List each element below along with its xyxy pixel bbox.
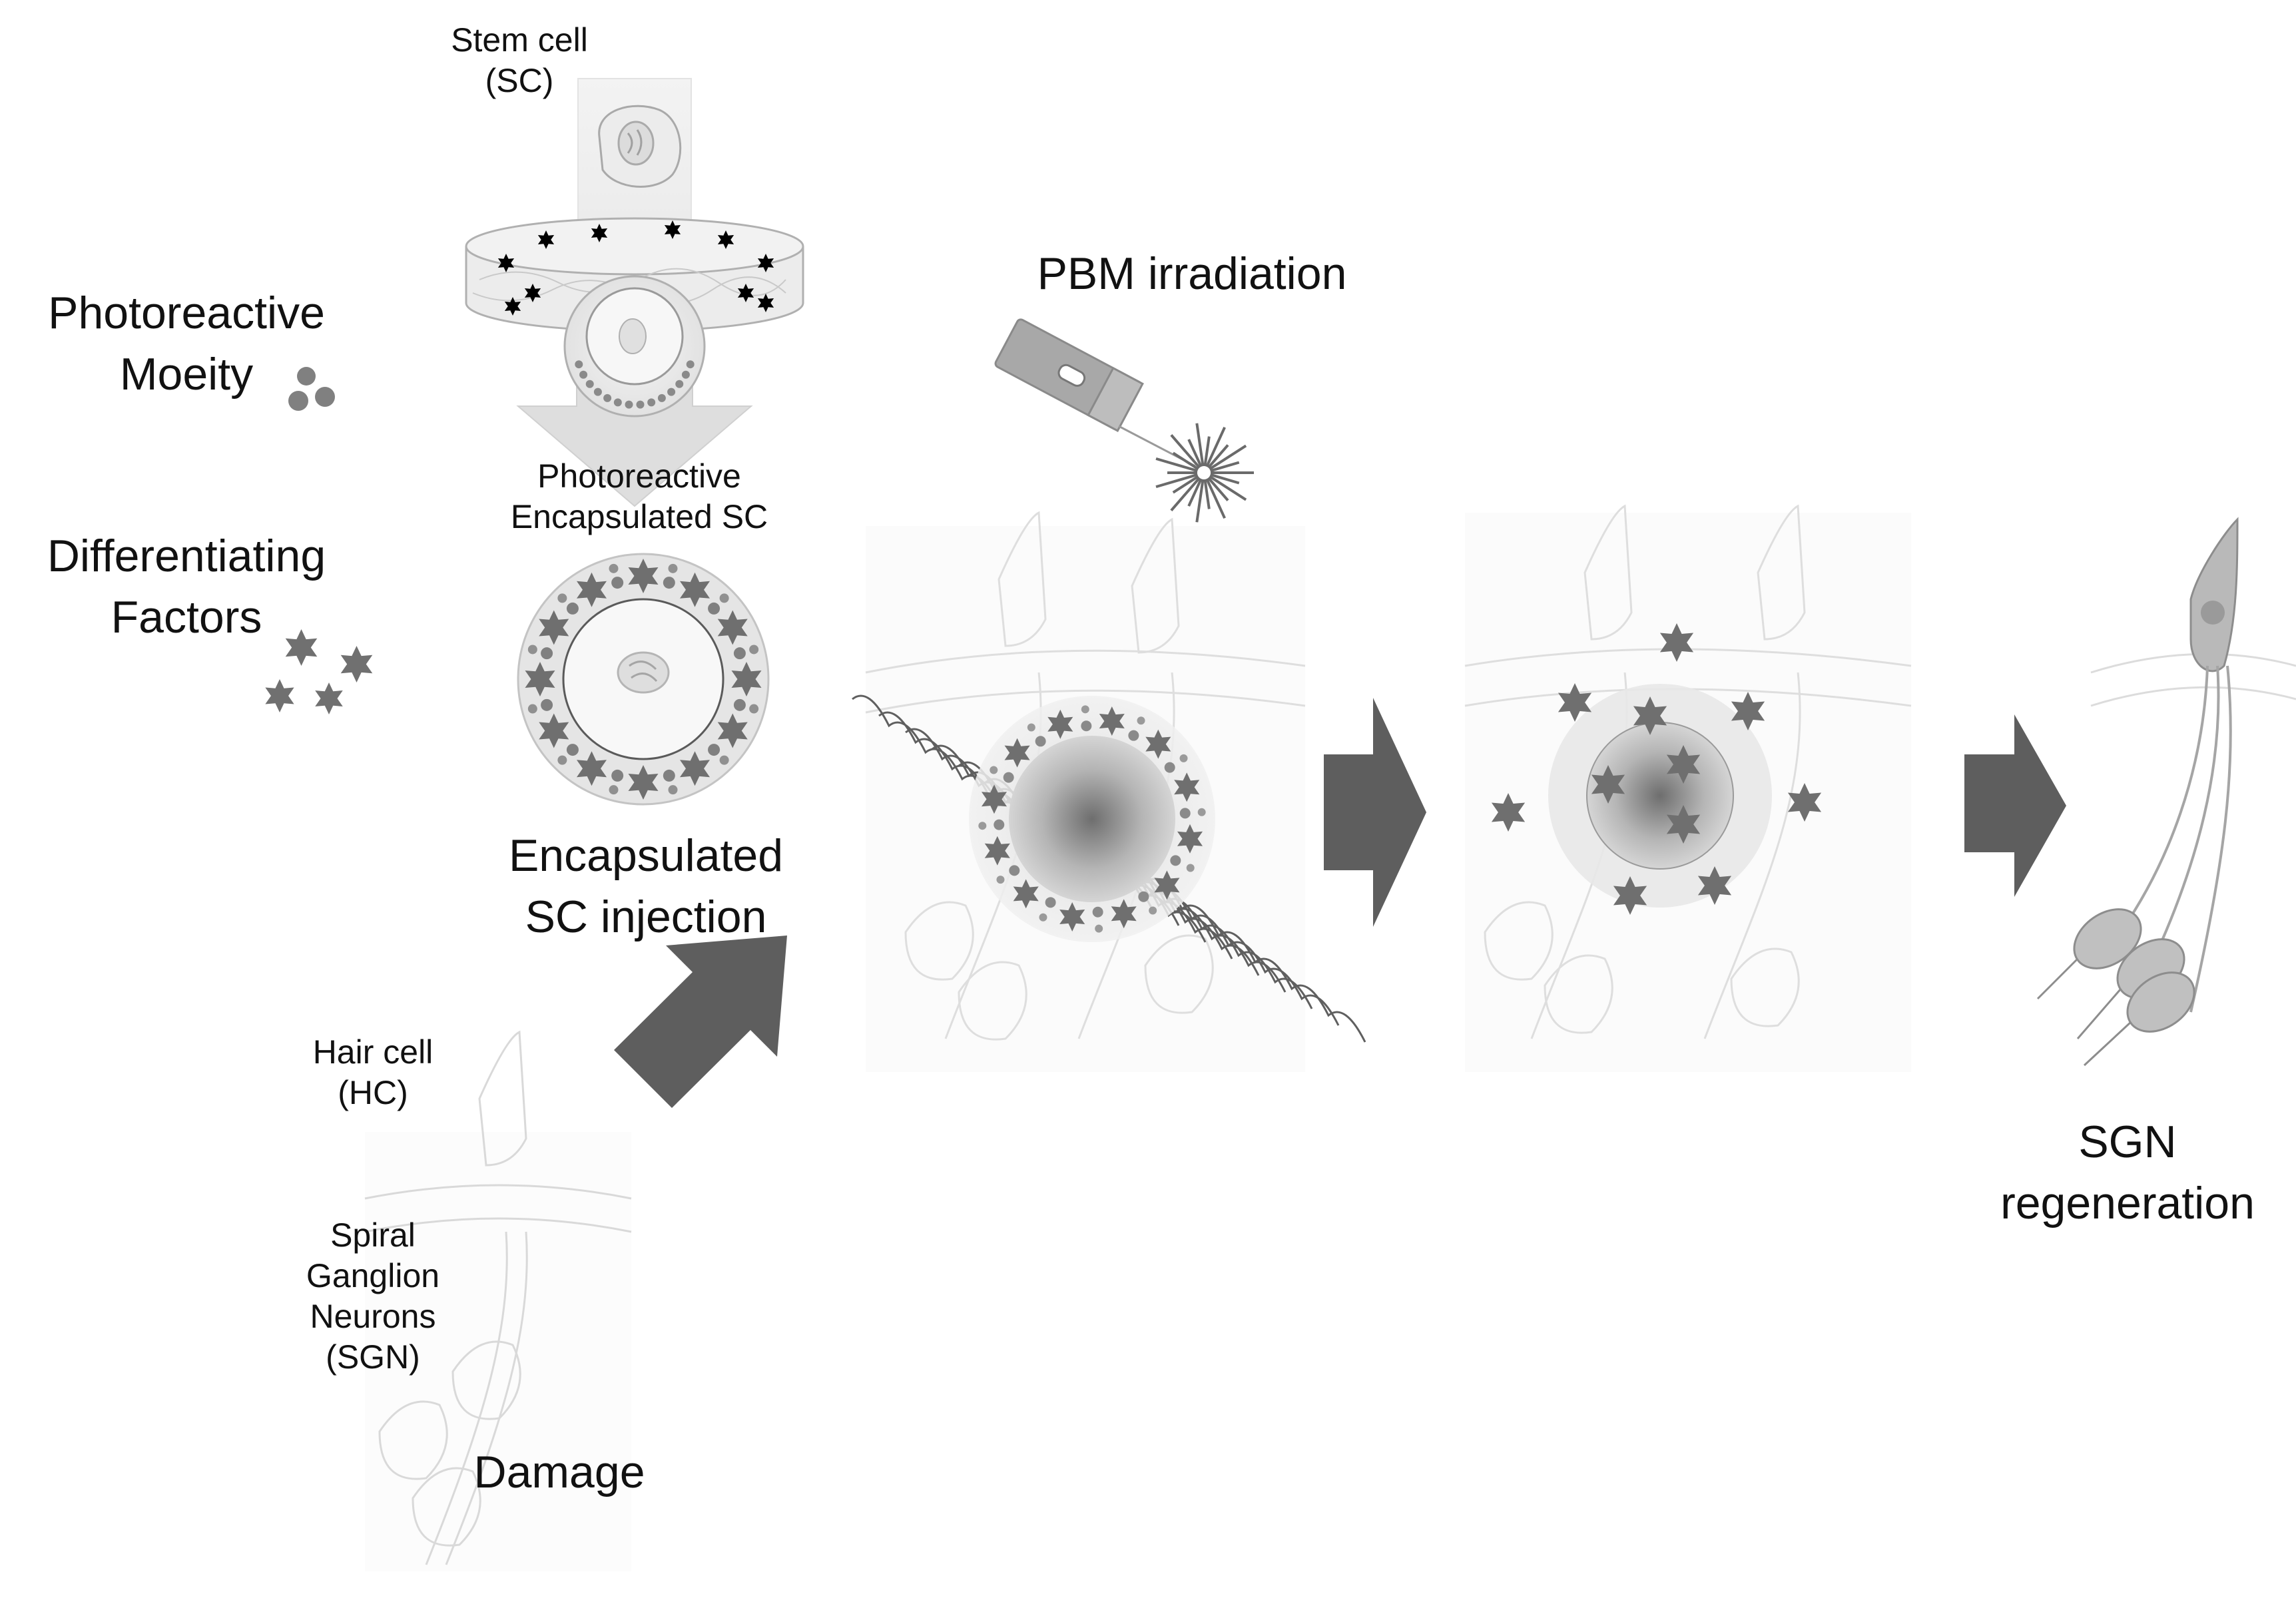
- regenerated-sgn: [2036, 517, 2296, 1067]
- differentiation-factor-release-label: Differentiation factorrelease: [1372, 1112, 1918, 1245]
- dot-moiety-icon: [288, 391, 308, 411]
- dot-moiety-icon: [675, 380, 684, 388]
- dot-moiety-icon: [297, 367, 316, 386]
- dot-moiety-icon: [585, 380, 594, 388]
- dot-moiety-icon: [1197, 808, 1206, 816]
- dot-moiety-icon: [1095, 924, 1103, 933]
- dot-moiety-icon: [575, 360, 583, 369]
- damaged-tissue: [364, 1030, 632, 1571]
- dot-moiety-icon: [557, 593, 567, 603]
- dot-moiety-icon: [1039, 913, 1047, 922]
- dot-moiety-icon: [593, 388, 602, 396]
- dot-moiety-icon: [663, 769, 675, 782]
- dot-moiety-icon: [557, 755, 567, 765]
- stem-cell-encapsulation-panel: [465, 78, 804, 507]
- dot-moiety-icon: [1003, 772, 1014, 783]
- dot-moiety-icon: [566, 744, 579, 756]
- dot-moiety-icon: [1027, 723, 1035, 732]
- tissue-panel-irradiation: [852, 511, 1366, 1072]
- damage-label: Damage: [473, 1447, 645, 1497]
- pbm-irradiation-label: PBM irradiation: [1037, 248, 1347, 299]
- dot-moiety-icon: [603, 394, 612, 402]
- dot-moiety-icon: [1164, 762, 1175, 773]
- dot-moiety-icon: [611, 577, 624, 589]
- dot-moiety-icon: [1170, 855, 1181, 866]
- dot-moiety-icon: [1035, 736, 1046, 747]
- dot-moiety-icon: [609, 563, 619, 573]
- dot-moiety-icon: [1137, 716, 1145, 725]
- dot-moiety-icon: [1092, 906, 1103, 918]
- dot-moiety-icon: [996, 876, 1005, 884]
- step-arrow-1: [1324, 698, 1426, 927]
- dot-moiety-icon: [657, 394, 666, 402]
- dot-moiety-icon: [749, 704, 759, 714]
- dot-moiety-icon: [663, 577, 675, 589]
- dot-moiety-icon: [1138, 891, 1149, 902]
- dot-moiety-icon: [1186, 864, 1195, 872]
- dot-moiety-icon: [686, 360, 695, 369]
- dot-moiety-icon: [1009, 865, 1020, 876]
- step-arrow-2: [1964, 714, 2066, 897]
- dot-moiety-icon: [566, 602, 579, 615]
- dot-moiety-icon: [315, 387, 335, 407]
- moiety-dots-legend: [288, 367, 335, 411]
- dot-moiety-icon: [749, 645, 759, 655]
- injection-arrow: [614, 935, 787, 1108]
- hair-cell-label: Hair cell(HC): [312, 1033, 433, 1111]
- stem-cell-label: Stem cell(SC): [451, 21, 588, 99]
- dot-moiety-icon: [733, 698, 746, 711]
- star-factor-icon: [315, 682, 343, 714]
- dot-moiety-icon: [719, 593, 729, 603]
- dot-moiety-icon: [708, 602, 720, 615]
- laser-device-icon: [994, 318, 1196, 467]
- dot-moiety-icon: [1149, 906, 1157, 915]
- dot-moiety-icon: [541, 698, 553, 711]
- dot-moiety-icon: [681, 370, 690, 379]
- dot-moiety-icon: [609, 785, 619, 795]
- dot-moiety-icon: [1081, 720, 1092, 732]
- dot-moiety-icon: [1081, 705, 1089, 714]
- dot-moiety-icon: [1128, 730, 1139, 741]
- stem-cell-icon: [598, 105, 682, 188]
- dot-moiety-icon: [527, 645, 537, 655]
- dot-moiety-icon: [625, 400, 633, 409]
- dot-moiety-icon: [527, 704, 537, 714]
- dot-moiety-icon: [1179, 754, 1188, 762]
- dot-moiety-icon: [719, 755, 729, 765]
- photoreactive-capsule: [517, 553, 770, 806]
- dot-moiety-icon: [579, 370, 588, 379]
- dot-moiety-icon: [1179, 808, 1191, 819]
- dot-moiety-icon: [541, 647, 553, 660]
- dot-moiety-icon: [978, 822, 987, 830]
- dot-moiety-icon: [611, 769, 624, 782]
- dot-moiety-icon: [990, 766, 998, 774]
- dot-moiety-icon: [667, 388, 676, 396]
- dot-moiety-icon: [647, 398, 656, 407]
- small-capsule: [563, 275, 706, 417]
- star-factor-icon: [265, 679, 294, 712]
- dot-moiety-icon: [668, 563, 678, 573]
- dot-moiety-icon: [636, 400, 645, 409]
- light-burst-icon: [1155, 423, 1254, 523]
- tissue-panel-release: [1464, 504, 1912, 1072]
- dot-moiety-icon: [708, 744, 720, 756]
- dot-moiety-icon: [668, 785, 678, 795]
- dot-moiety-icon: [994, 819, 1005, 830]
- dot-moiety-icon: [733, 647, 746, 660]
- dot-moiety-icon: [1045, 897, 1056, 908]
- dot-moiety-icon: [613, 398, 622, 407]
